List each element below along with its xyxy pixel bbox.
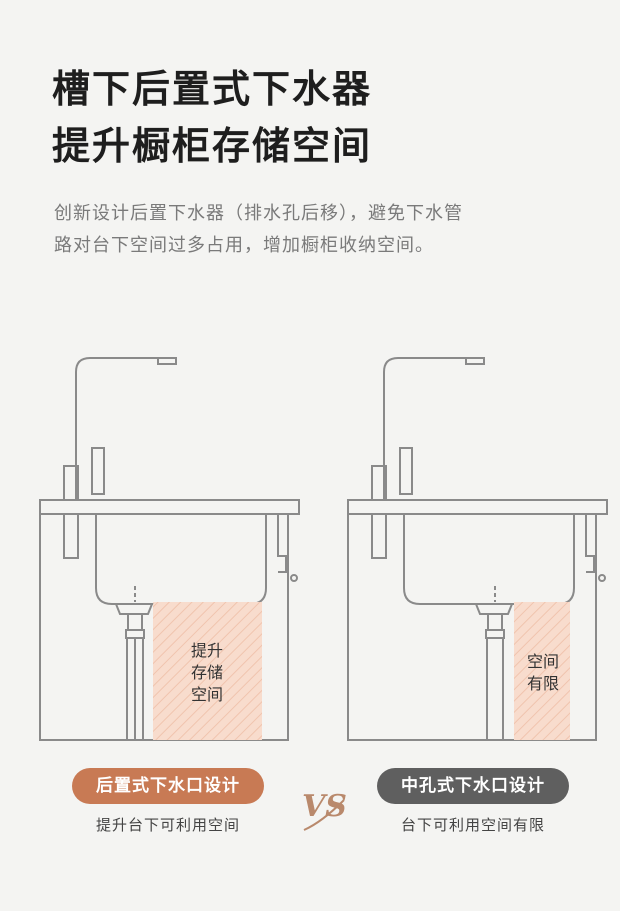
space-label-improved: 提升 存储 空间 bbox=[182, 640, 232, 706]
rear-drain-design-badge: 后置式下水口设计 bbox=[72, 768, 264, 804]
description-line-1: 创新设计后置下水器（排水孔后移），避免下水管 bbox=[54, 203, 463, 224]
vs-icon: VS bbox=[302, 789, 347, 831]
center-drain-sink-illustration bbox=[347, 357, 608, 741]
space-label-limited: 空间 有限 bbox=[518, 651, 568, 695]
drain-strainer bbox=[474, 603, 514, 615]
storage-space-highlight bbox=[153, 602, 262, 740]
rear-drain-sink-illustration bbox=[39, 357, 300, 741]
faucet-spout bbox=[75, 357, 176, 500]
space-label-line: 空间 bbox=[190, 685, 223, 704]
supply-pipe bbox=[63, 513, 79, 559]
faucet-handle bbox=[91, 447, 105, 495]
page-title-line-2: 提升橱柜存储空间 bbox=[52, 124, 373, 168]
space-label-line: 存储 bbox=[190, 663, 223, 682]
vs-text: VS bbox=[302, 789, 347, 824]
faucet-head bbox=[157, 357, 177, 365]
center-drain-design-badge: 中孔式下水口设计 bbox=[377, 768, 569, 804]
countertop bbox=[39, 499, 300, 515]
sink-basin bbox=[95, 514, 267, 605]
center-drain-caption: 台下可利用空间有限 bbox=[400, 816, 545, 834]
page-title-line-1: 槽下后置式下水器 bbox=[52, 67, 373, 111]
drain-pipe bbox=[486, 638, 504, 740]
cabinet bbox=[347, 514, 597, 741]
countertop bbox=[347, 499, 608, 515]
description-line-2: 路对台下空间过多占用，增加橱柜收纳空间。 bbox=[54, 235, 434, 256]
rear-drain-caption: 提升台下可利用空间 bbox=[95, 816, 240, 834]
space-label-line: 有限 bbox=[526, 674, 559, 693]
space-label-line: 提升 bbox=[190, 641, 223, 660]
limited-space-highlight bbox=[514, 602, 570, 740]
sink-basin bbox=[403, 514, 575, 605]
space-label-line: 空间 bbox=[526, 652, 559, 671]
drain-strainer bbox=[114, 603, 154, 615]
